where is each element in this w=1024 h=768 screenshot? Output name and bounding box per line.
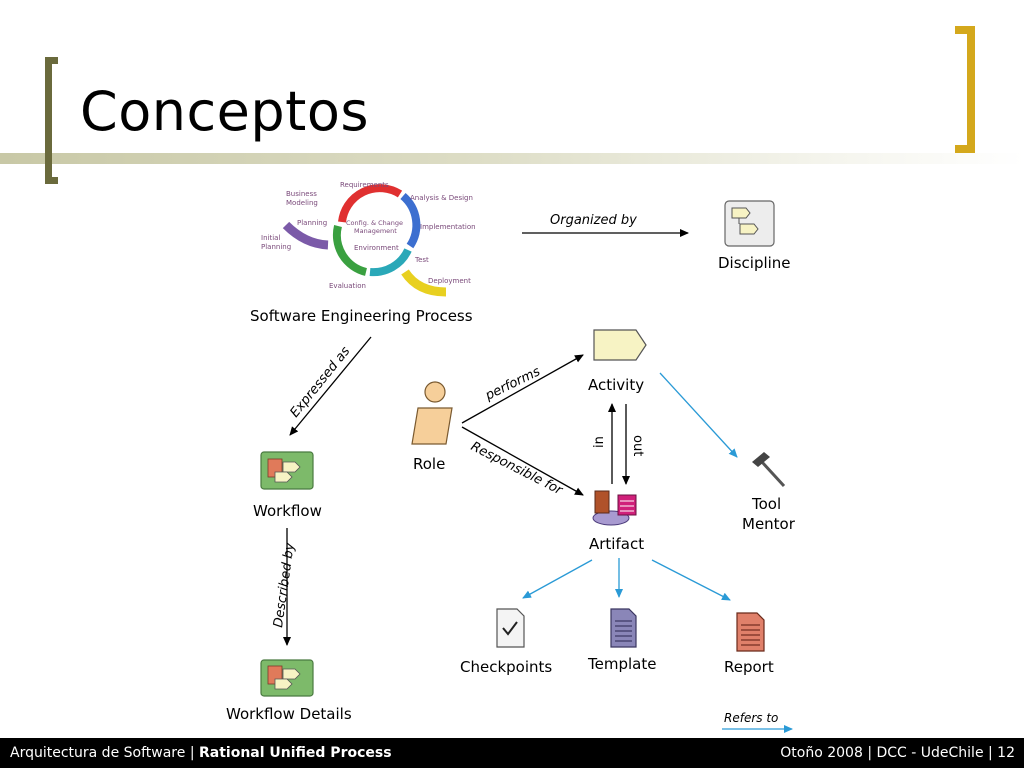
footer-institution: | DCC - UdeChile | (867, 745, 993, 761)
edge-expressed-as (289, 336, 372, 436)
footer-left: Arquitectura de Software | Rational Unif… (10, 745, 392, 761)
cycle-arrow-green (332, 225, 368, 276)
edge-activity-tool-mentor (659, 372, 738, 458)
cycle-arrow-blue (400, 192, 421, 249)
edge-in-label: in (592, 436, 607, 448)
phase-deployment: Deployment (428, 277, 471, 285)
edge-responsible-for-label: Responsible for (468, 439, 566, 499)
edge-artifact-report (651, 559, 731, 601)
artifact-icon (592, 490, 637, 526)
cycle-arrow-red (338, 184, 403, 223)
node-workflow-details-label: Workflow Details (226, 705, 352, 723)
template-icon (610, 608, 637, 648)
node-discipline-label: Discipline (718, 254, 791, 272)
process-cycle-graphic: Requirements Analysis & Design Implement… (261, 181, 476, 297)
left-bracket-decoration (45, 57, 58, 184)
node-artifact-label: Artifact (589, 535, 644, 553)
node-tool-mentor-label-1: Tool (751, 495, 781, 513)
cycle-arrow-teal (369, 248, 412, 277)
report-icon (736, 612, 765, 652)
node-activity-label: Activity (588, 376, 644, 394)
workflow-details-icon (260, 659, 314, 697)
footer-term: Otoño 2008 (780, 745, 863, 761)
phase-analysis-design: Analysis & Design (410, 194, 473, 202)
rup-concepts-diagram: Requirements Analysis & Design Implement… (226, 181, 796, 733)
cycle-arrow-purple (282, 221, 329, 250)
edge-organized-by-label: Organized by (550, 213, 637, 228)
node-report-label: Report (724, 658, 774, 676)
footer-right: Otoño 2008 | DCC - UdeChile | 12 (780, 745, 1015, 761)
footer-bar: Arquitectura de Software | Rational Unif… (0, 738, 1024, 768)
right-bracket-decoration (955, 26, 975, 153)
edge-performs (461, 354, 584, 424)
edge-responsible-for (461, 426, 584, 496)
phase-planning: Planning (297, 219, 327, 227)
cycle-center-environment: Environment (354, 244, 399, 252)
footer-topic: Rational Unified Process (198, 745, 392, 761)
edge-performs-label: performs (482, 364, 543, 404)
legend-refers-to-label: Refers to (724, 711, 778, 725)
slide-title: Conceptos (80, 80, 370, 143)
footer-separator: | (189, 745, 195, 761)
node-process-label: Software Engineering Process (250, 307, 473, 325)
node-workflow-label: Workflow (253, 502, 322, 520)
hammer-icon (752, 452, 786, 488)
node-role-label: Role (413, 455, 445, 473)
edge-described-by-label: Described by (271, 542, 298, 629)
role-icon (411, 381, 453, 445)
phase-requirements: Requirements (340, 181, 389, 189)
activity-icon (593, 329, 647, 361)
discipline-icon (724, 200, 775, 247)
phase-implementation: Implementation (420, 223, 476, 231)
node-template-label: Template (587, 655, 656, 673)
phase-test: Test (414, 256, 429, 264)
footer-page-number: 12 (997, 745, 1015, 761)
title-underline-band (0, 153, 1024, 164)
footer-course: Arquitectura de Software (10, 745, 186, 761)
node-tool-mentor-label-2: Mentor (742, 515, 796, 533)
checkpoints-icon (496, 608, 525, 648)
phase-evaluation: Evaluation (329, 282, 366, 290)
edge-out-label: out (630, 435, 645, 456)
node-checkpoints-label: Checkpoints (460, 658, 552, 676)
edge-expressed-as-label: Expressed as (287, 344, 353, 421)
cycle-arrow-yellow (401, 269, 447, 297)
edge-artifact-checkpoints (522, 559, 593, 599)
workflow-icon (260, 451, 314, 490)
